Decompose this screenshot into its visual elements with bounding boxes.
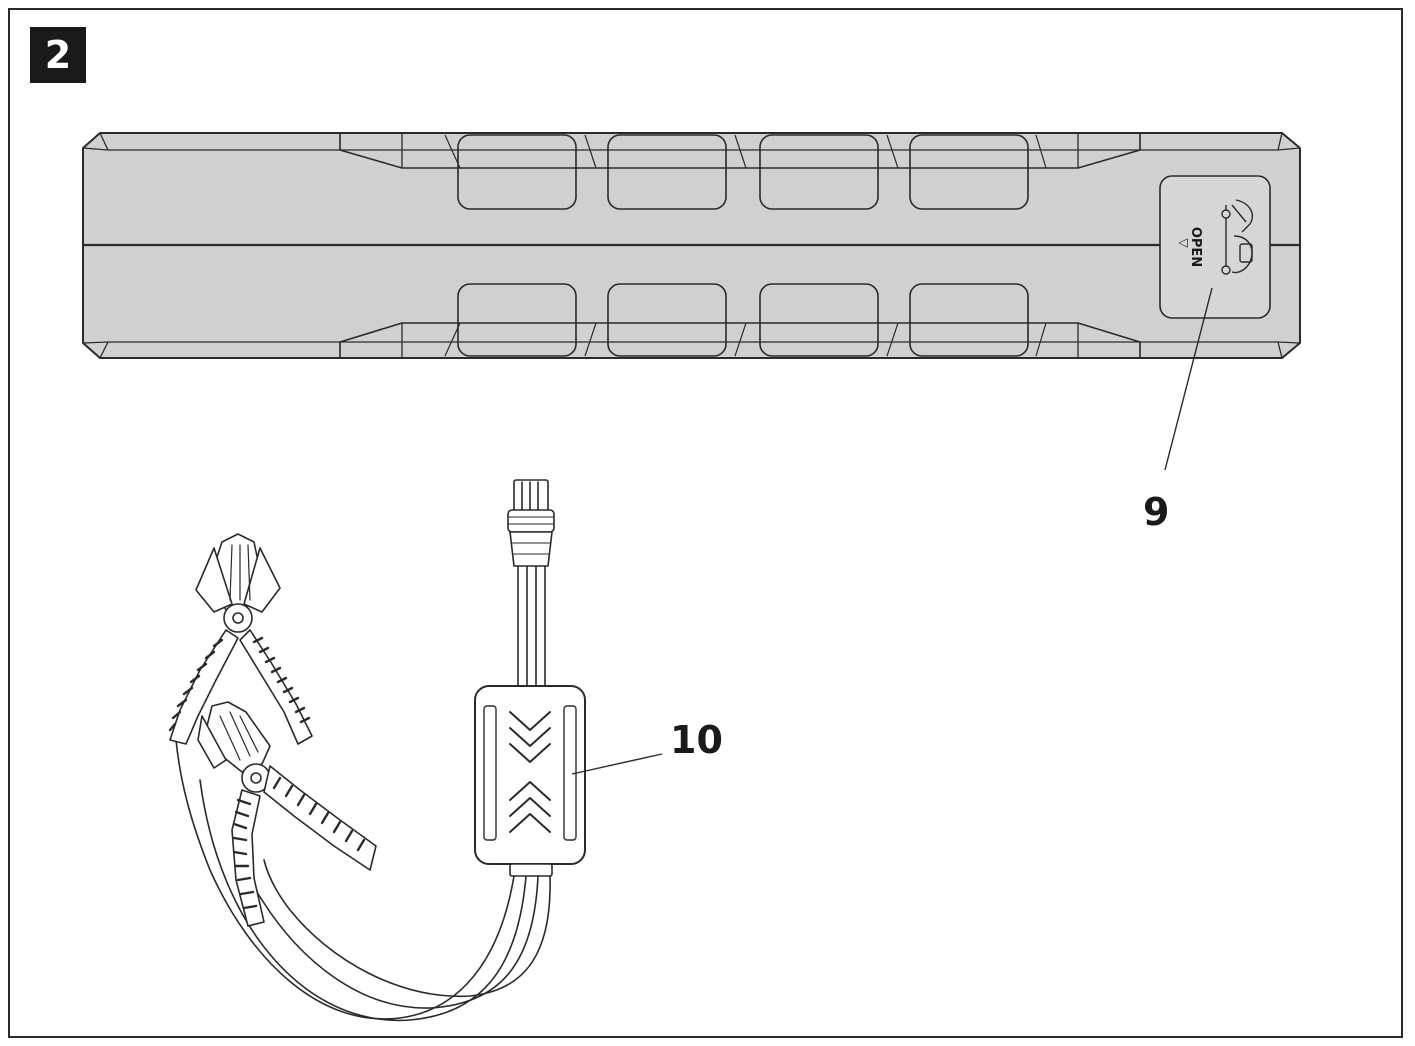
car-battery-icon <box>1221 199 1254 275</box>
smart-cable-module <box>474 685 586 877</box>
port-cover: OPEN ▽ <box>1159 175 1271 319</box>
upper-battery-clamp <box>168 533 313 745</box>
figure-number-badge: 2 <box>30 27 86 83</box>
ec5-connector <box>507 479 555 567</box>
lower-battery-clamp <box>197 701 377 927</box>
port-cover-open-text: OPEN <box>1188 227 1203 267</box>
callout-9-leader <box>1164 287 1213 471</box>
port-cover-arrow-glyph: ▽ <box>1177 238 1191 248</box>
figure-frame <box>8 8 1403 1038</box>
callout-9-label: 9 <box>1143 490 1170 534</box>
figure-number: 2 <box>44 33 72 77</box>
callout-10-leader <box>571 753 663 775</box>
callout-10-label: 10 <box>670 718 723 762</box>
jumper-cable-assembly <box>168 479 586 1022</box>
power-bank-body <box>82 132 1301 359</box>
